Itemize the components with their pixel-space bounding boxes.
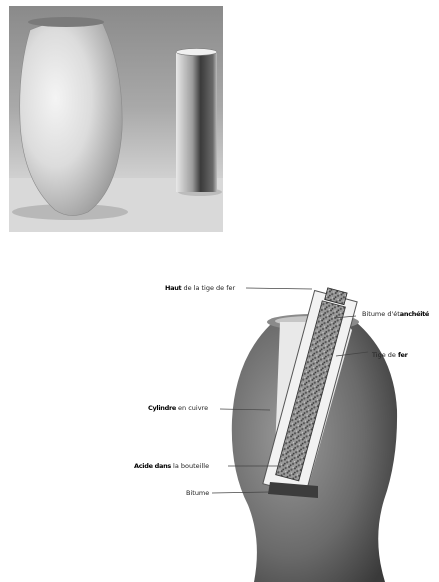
label-bitumen: Bitume [186, 489, 209, 497]
copper-cylinder-photo [176, 52, 217, 192]
label-iron-rod: Tige de fer [372, 351, 408, 359]
label-copper-cylinder: Cylindre en cuivre [148, 404, 208, 412]
label-top-iron-rod: Haut de la tige de fer [165, 284, 235, 292]
jar-cross-section [212, 285, 397, 582]
label-acid-in-bottle: Acide dans la bouteille [134, 462, 209, 470]
label-sealing-bitumen: Bitume d'étanchéité [362, 310, 429, 318]
photo-panel [9, 6, 223, 232]
